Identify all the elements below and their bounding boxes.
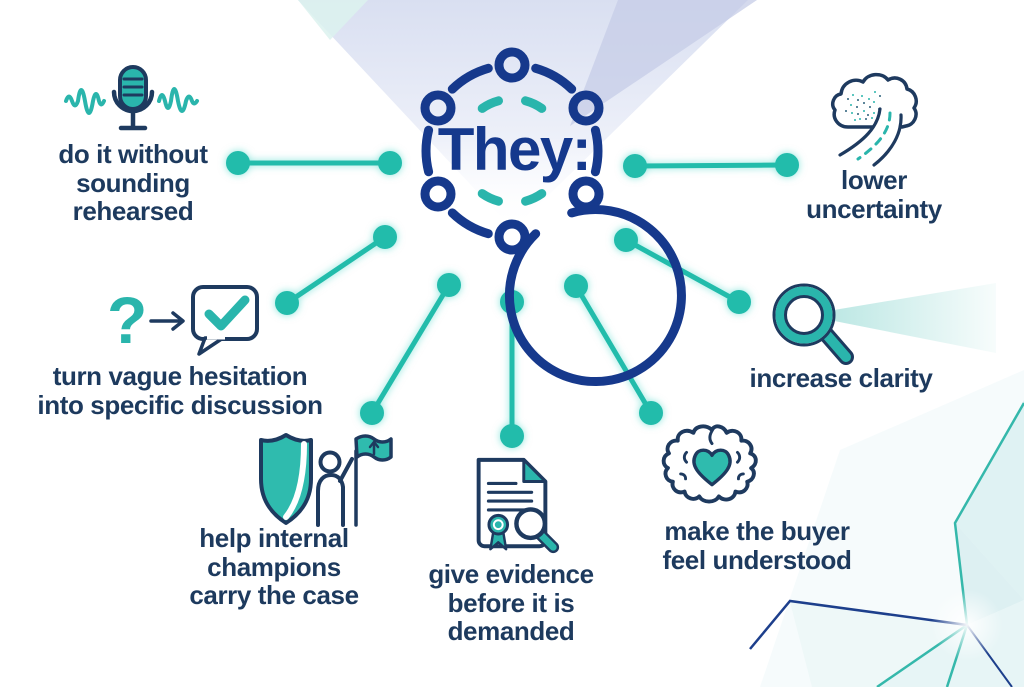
corner-polygons (749, 370, 1024, 687)
certificate-magnifier-icon (476, 457, 560, 554)
magnifier-beam-icon (772, 283, 996, 365)
svg-text:?: ? (107, 283, 147, 357)
arrow-right-icon (149, 311, 185, 331)
item-label: do it without sounding rehearsed (58, 139, 208, 227)
item-label: make the buyer feel understood (662, 516, 852, 575)
top-wedge-mint (298, 0, 368, 40)
top-wedge-dark-band (570, 0, 757, 126)
cloud-road-icon (831, 72, 918, 167)
spoke-line (623, 153, 799, 178)
item-label: turn vague hesitation into specific disc… (37, 361, 323, 420)
item-label: increase clarity (749, 363, 933, 393)
item-label: give evidence before it is demanded (428, 559, 594, 647)
spoke-line (275, 225, 397, 315)
spoke-line (360, 273, 461, 425)
center-title: They: (437, 116, 592, 183)
item-label: lower uncertainty (806, 165, 942, 224)
people-circle-icon (420, 47, 686, 387)
item-label: help internal champions carry the case (189, 523, 359, 611)
question-to-check-icon: ? (107, 283, 259, 357)
spoke-line (226, 151, 402, 175)
flag-up-arrow (368, 440, 380, 456)
microphone-waveform-icon (64, 65, 199, 131)
spoke-line (564, 274, 663, 425)
brain-heart-icon (661, 424, 758, 504)
shield-flagbearer-icon (259, 433, 393, 527)
